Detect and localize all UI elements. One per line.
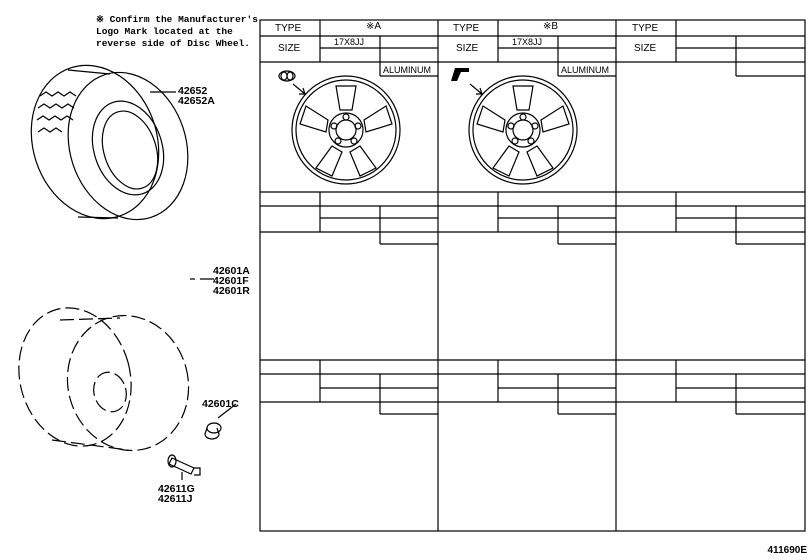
type-value-b: ※B (543, 21, 559, 32)
disc-wheel-illustration[interactable] (4, 278, 214, 464)
wheel-nut-illustration[interactable] (204, 403, 237, 440)
wheel-a-arrow (292, 83, 306, 95)
type-value-a: ※A (366, 21, 382, 32)
size-header-b: SIZE (456, 43, 479, 54)
type-header-a: TYPE (275, 23, 302, 34)
part-number: 42601C (202, 398, 239, 410)
diagram-reference-number: 411690E (767, 545, 808, 556)
size-value-a: 17X8JJ (334, 37, 365, 47)
valve-part-numbers: 42611G 42611J (158, 483, 195, 505)
part-number: 42601R (213, 285, 250, 297)
tire-part-numbers: 42652 42652A (178, 85, 215, 107)
part-number: 42601A (213, 265, 250, 277)
part-number: 42611G (158, 483, 195, 495)
wheel-b-arrow (469, 83, 483, 95)
part-number: 42611J (158, 493, 193, 505)
type-header-b: TYPE (453, 23, 480, 34)
part-number: 42601F (213, 275, 249, 287)
material-value-b: ALUMINUM (561, 65, 610, 75)
size-value-b: 17X8JJ (512, 37, 543, 47)
valve-stem-illustration[interactable] (167, 454, 201, 480)
size-header-c: SIZE (634, 43, 657, 54)
tire-illustration[interactable] (12, 49, 206, 236)
reference-mark: ※ (96, 14, 104, 25)
material-value-a: ALUMINUM (383, 65, 432, 75)
wheel-b-illustration[interactable] (468, 75, 578, 185)
note-text: Confirm the Manufacturer's Logo Mark loc… (96, 14, 258, 49)
disc-wheel-part-numbers: 42601A 42601F 42601R (213, 265, 250, 297)
logo-note: ※ Confirm the Manufacturer's Logo Mark l… (96, 14, 258, 50)
stylized-l-logo (451, 68, 469, 81)
wheel-a-illustration[interactable] (291, 75, 401, 185)
part-number: 42652 (178, 85, 208, 97)
nut-part-numbers: 42601C (202, 398, 239, 410)
part-number: 42652A (178, 95, 215, 107)
type-header-c: TYPE (632, 23, 659, 34)
size-header-a: SIZE (278, 43, 301, 54)
triple-ring-logo (278, 70, 296, 82)
spec-table-grid (259, 19, 806, 532)
